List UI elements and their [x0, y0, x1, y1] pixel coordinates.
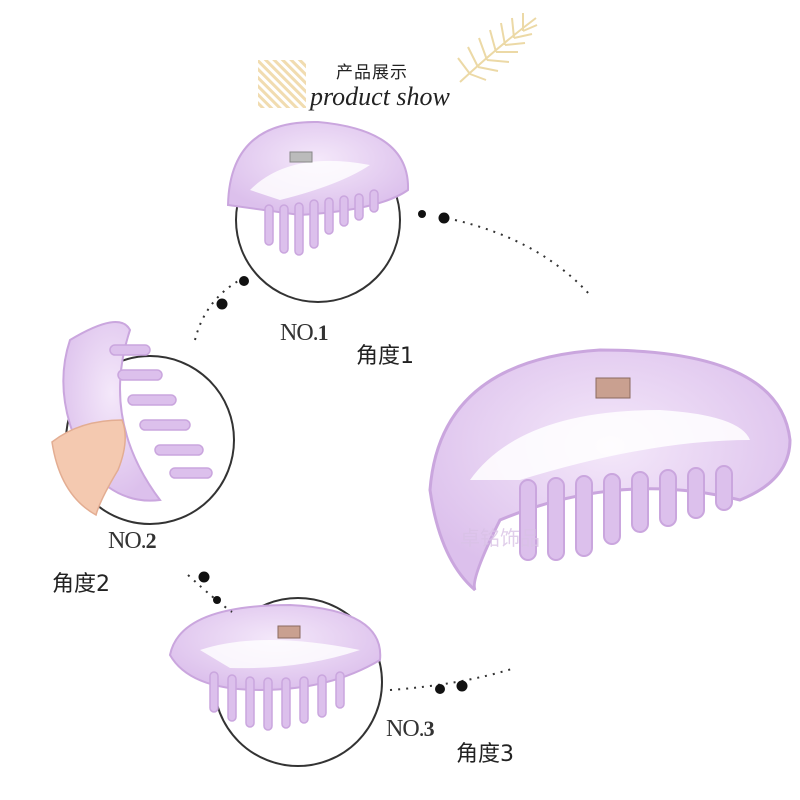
view-2-no-number: 2: [145, 528, 157, 553]
view-circle-3: [168, 597, 383, 767]
view-circle-2: [51, 321, 235, 525]
leaf-icon: [457, 13, 538, 83]
view-2-number-label: NO.2: [108, 528, 157, 555]
view-1-no-prefix: NO.: [280, 320, 319, 346]
view-2-angle-label: 角度2: [52, 572, 110, 597]
view-3-number-label: NO.3: [386, 716, 435, 743]
header-title-en: product show: [310, 82, 450, 111]
view-1-angle-label: 角度1: [356, 344, 414, 369]
view-3-angle-label: 角度3: [456, 742, 514, 767]
striped-square-decoration: [258, 60, 306, 108]
view-3-no-prefix: NO.: [386, 716, 425, 742]
connector-dots: [198, 210, 468, 694]
connector-lines: [187, 219, 591, 691]
view-2-no-prefix: NO.: [108, 528, 147, 554]
hand-shape: [51, 419, 126, 517]
view-3-no-number: 3: [423, 716, 435, 741]
header-title-cn: 产品展示: [336, 63, 408, 83]
view-circle-1: [226, 120, 410, 303]
view-1-no-number: 1: [317, 320, 329, 345]
view-1-number-label: NO.1: [280, 320, 329, 347]
watermark-text: 卓铭饰品: [460, 526, 540, 550]
main-clip-image: [428, 348, 792, 592]
